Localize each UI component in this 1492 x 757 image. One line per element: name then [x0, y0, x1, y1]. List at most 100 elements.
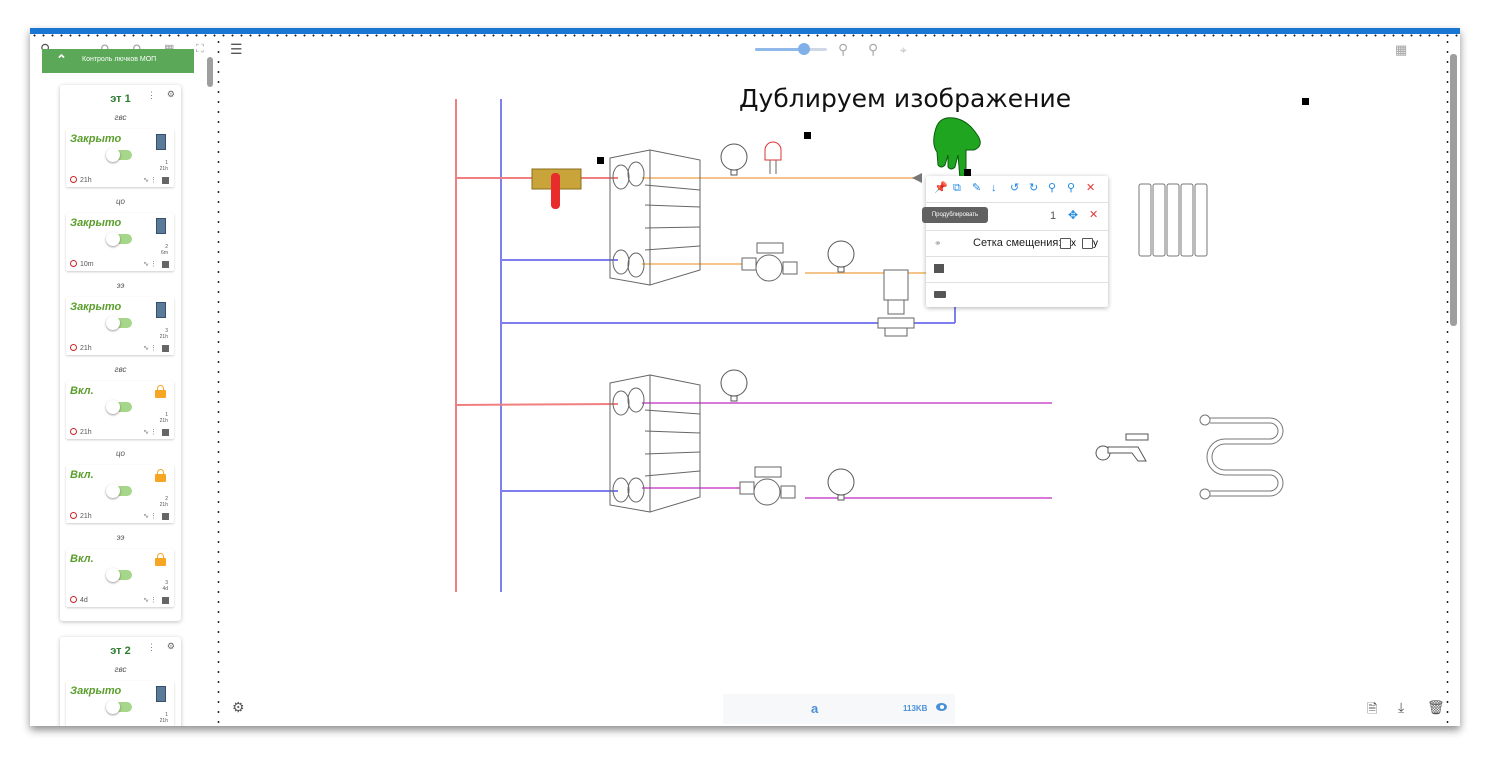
trend-icon[interactable]: ∿: [143, 513, 149, 520]
more-vert-icon[interactable]: ⋮: [147, 90, 156, 100]
more-vert-icon[interactable]: ⋮: [150, 429, 157, 436]
trash-icon[interactable]: 🗑: [1427, 699, 1445, 715]
circulation-pump-icon[interactable]: [741, 242, 798, 282]
settings-icon[interactable]: ⚙: [232, 699, 245, 715]
rotate-right-icon[interactable]: ↻: [1029, 182, 1039, 194]
add-photo-icon[interactable]: [162, 513, 169, 520]
category-label: ээ: [116, 533, 125, 542]
trend-icon[interactable]: ∿: [143, 345, 149, 352]
resize-handle[interactable]: [964, 169, 971, 176]
add-photo-icon[interactable]: [162, 261, 169, 268]
status-toggle[interactable]: [106, 400, 132, 414]
towel-rail-icon[interactable]: [1199, 414, 1284, 500]
pressure-gauge-icon[interactable]: [827, 468, 855, 501]
hot-pipe: [455, 403, 619, 406]
lock-icon: [155, 469, 166, 482]
panel-title: Контроль лючков МОП: [82, 56, 157, 63]
status-toggle[interactable]: [106, 484, 132, 498]
more-vert-icon[interactable]: ⋮: [150, 345, 157, 352]
add-photo-icon[interactable]: [162, 177, 169, 184]
settings-icon[interactable]: ⚙: [166, 641, 175, 651]
pressure-gauge-icon[interactable]: [720, 143, 748, 176]
zoom-slider-thumb[interactable]: [797, 43, 810, 55]
alarm-icon: [70, 512, 77, 519]
add-photo-icon[interactable]: [162, 429, 169, 436]
upload-file-icon[interactable]: 🗎: [1367, 701, 1378, 716]
trend-icon[interactable]: ∿: [143, 261, 149, 268]
fit-screen-icon[interactable]: ⌖: [900, 43, 907, 57]
inline-pump-icon[interactable]: [877, 269, 915, 337]
status-toggle[interactable]: [106, 232, 132, 246]
zoom-slider[interactable]: [755, 43, 827, 55]
add-widget-icon[interactable]: ▦: [1395, 42, 1408, 57]
more-vert-icon[interactable]: ⋮: [150, 177, 157, 184]
close-icon[interactable]: ✕: [1086, 182, 1096, 194]
heat-exchanger-icon[interactable]: [609, 149, 701, 286]
grid-x-label: x: [1071, 238, 1076, 249]
list-icon[interactable]: ☰: [230, 41, 243, 57]
trend-icon[interactable]: ∿: [143, 177, 149, 184]
grid-x-checkbox[interactable]: x: [1060, 237, 1076, 249]
file-name[interactable]: a: [811, 701, 819, 716]
heat-exchanger-icon[interactable]: [609, 374, 701, 513]
panel-header[interactable]: ⌃ Контроль лючков МОП: [42, 49, 194, 73]
rotate-left-icon[interactable]: ↺: [1010, 182, 1020, 194]
close-icon[interactable]: ✕: [1089, 209, 1099, 221]
download-icon[interactable]: ⤓: [1398, 699, 1405, 715]
zoom-in-icon[interactable]: ⚲: [868, 41, 879, 57]
add-photo-icon[interactable]: [162, 597, 169, 604]
category-label: цо: [115, 197, 126, 206]
status-toggle[interactable]: [106, 148, 132, 162]
more-vert-icon[interactable]: ⋮: [147, 642, 156, 652]
faucet-icon[interactable]: [1095, 433, 1149, 462]
trend-icon[interactable]: ∿: [143, 597, 149, 604]
arrow-down-icon[interactable]: ↓: [991, 182, 997, 194]
zoom-out-icon[interactable]: ⚲: [1048, 182, 1057, 194]
alarm-icon: [70, 428, 77, 435]
status-toggle[interactable]: [106, 700, 132, 714]
trend-icon[interactable]: ∿: [143, 429, 149, 436]
more-vert-icon[interactable]: ⋮: [150, 513, 157, 520]
more-vert-icon[interactable]: ⋮: [150, 261, 157, 268]
left-panel-scrollbar[interactable]: [207, 57, 213, 87]
pin-icon[interactable]: 📌: [934, 182, 948, 194]
chevron-up-icon[interactable]: ⌃: [56, 52, 67, 67]
status-toggle[interactable]: [106, 316, 132, 330]
add-image-icon[interactable]: [934, 264, 944, 273]
grid-ruler-left: [217, 37, 220, 726]
fullscreen-icon[interactable]: ⛶: [196, 43, 204, 55]
pressure-gauge-icon[interactable]: [720, 369, 748, 402]
eye-icon[interactable]: [936, 703, 947, 711]
link-icon[interactable]: ⚭: [934, 238, 942, 248]
zoom-in-icon[interactable]: ⚲: [1067, 182, 1076, 194]
temperature-sensor-icon[interactable]: [764, 141, 782, 174]
status-toggle[interactable]: [106, 568, 132, 582]
ball-valve-icon[interactable]: [531, 168, 582, 209]
circulation-pump-icon[interactable]: [739, 466, 796, 506]
alarm-age: 21h: [80, 513, 92, 520]
scheme-canvas[interactable]: ☰ ⚙ a 113KB ▦ 🗎 ⤓ 🗑: [220, 37, 1446, 726]
resize-handle[interactable]: [1302, 98, 1309, 105]
edit-icon[interactable]: ✎: [972, 182, 982, 194]
input-icon[interactable]: [934, 291, 946, 298]
grid-y-checkbox[interactable]: y: [1082, 237, 1098, 249]
radiator-icon[interactable]: [1138, 183, 1208, 257]
headline-text[interactable]: Дублируем изображение: [739, 84, 1072, 113]
canvas-scrollbar[interactable]: [1450, 54, 1457, 326]
more-vert-icon[interactable]: ⋮: [150, 597, 157, 604]
move-icon[interactable]: ✥: [1068, 208, 1079, 222]
pressure-gauge-icon[interactable]: [827, 240, 855, 273]
add-photo-icon[interactable]: [162, 345, 169, 352]
zoom-out-icon[interactable]: ⚲: [838, 41, 849, 57]
duplicate-icon[interactable]: ⧉: [953, 182, 961, 194]
resize-handle[interactable]: [804, 132, 811, 139]
settings-icon[interactable]: ⚙: [166, 89, 175, 99]
resize-handle[interactable]: [597, 157, 604, 164]
